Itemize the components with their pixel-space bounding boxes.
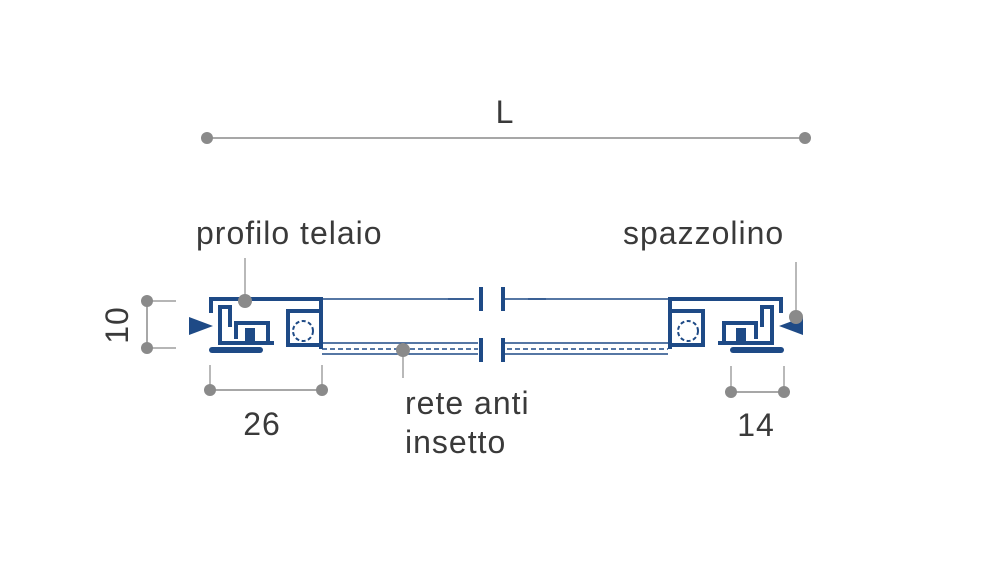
length-dimension: L	[201, 94, 811, 144]
break-symbol	[448, 287, 546, 362]
frame-profile-callout: profilo telaio	[196, 215, 383, 300]
brush-callout: spazzolino	[623, 215, 797, 316]
right-frame-profile	[668, 297, 803, 353]
mesh-label-line2: insetto	[405, 424, 506, 460]
height-label: 10	[99, 306, 135, 344]
bottom-rail	[322, 342, 668, 355]
frame-callout-dot	[238, 294, 252, 308]
left-roller	[292, 320, 314, 342]
brush-width-label: 14	[737, 407, 775, 443]
mesh-callout: rete anti insetto	[396, 343, 530, 460]
frame-width-dimension: 26	[204, 365, 328, 442]
frame-width-label: 26	[243, 406, 281, 442]
left-frame-profile	[189, 297, 323, 353]
brush-label: spazzolino	[623, 215, 784, 251]
left-gasket	[189, 317, 213, 335]
brush-width-dimension: 14	[725, 366, 790, 443]
mesh-label-line1: rete anti	[405, 385, 530, 421]
height-dimension: 10	[99, 295, 176, 354]
right-roller	[677, 320, 699, 342]
length-label: L	[496, 94, 515, 130]
frame-profile-label: profilo telaio	[196, 215, 383, 251]
brush-callout-dot	[789, 310, 803, 324]
